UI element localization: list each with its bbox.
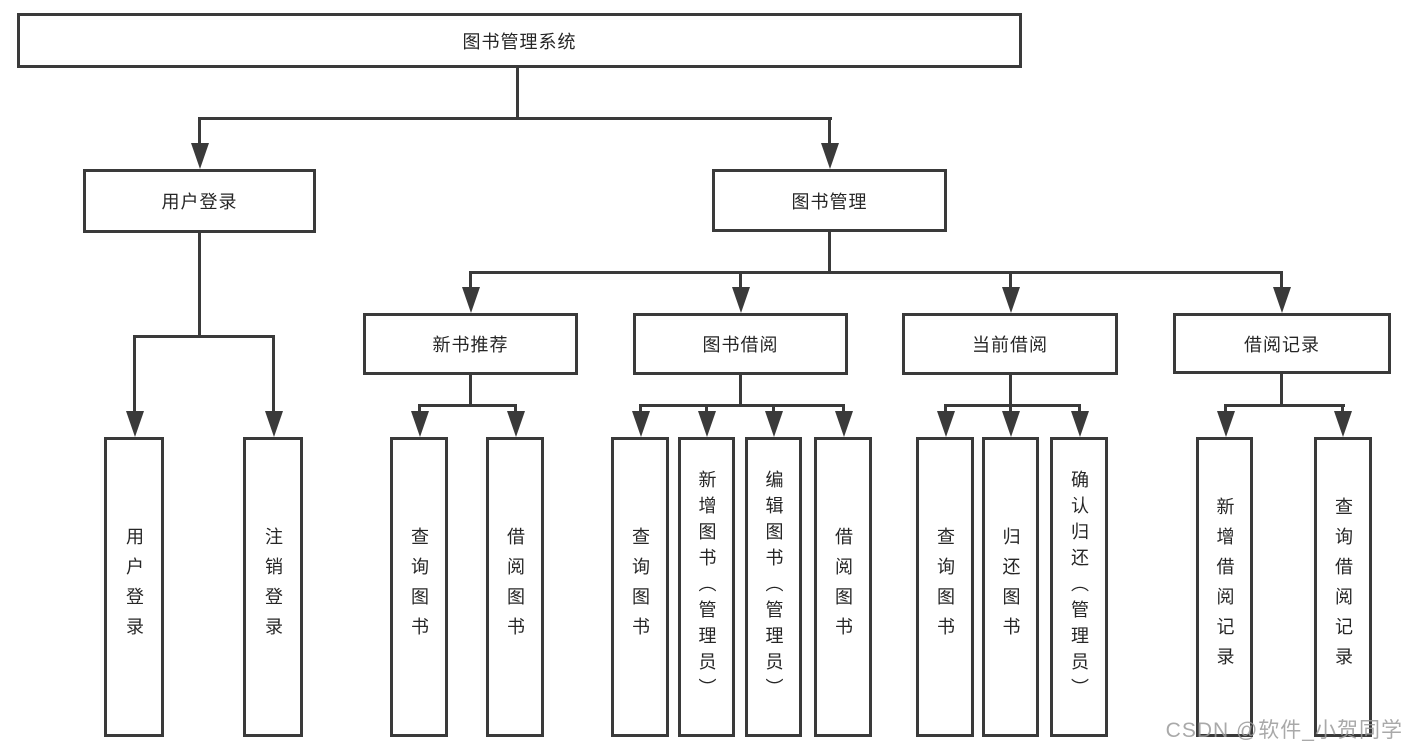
leaf-logout: 注销登录 <box>243 437 303 737</box>
leaf-label: 编辑图书（管理员） <box>763 470 784 704</box>
node-borrow-records: 借阅记录 <box>1173 313 1391 374</box>
node-book-borrow: 图书借阅 <box>633 313 848 375</box>
connector-user-login-stem <box>198 231 201 338</box>
node-user-login: 用户登录 <box>83 169 316 233</box>
leaf-query-books-2: 查询图书 <box>611 437 669 737</box>
arrow-down <box>514 404 517 411</box>
connector-bookborrow-branch <box>639 404 844 407</box>
connector-currentborrow-branch <box>944 404 1080 407</box>
node-label: 当前借阅 <box>972 335 1048 355</box>
arrow-down <box>133 335 136 411</box>
leaf-query-books-3: 查询图书 <box>916 437 974 737</box>
node-label: 用户登录 <box>161 192 238 212</box>
connector-user-login-branch <box>133 335 275 338</box>
arrow-down <box>1224 404 1227 411</box>
leaf-add-book-admin: 新增图书（管理员） <box>678 437 735 737</box>
leaf-label: 归还图书 <box>1000 527 1021 647</box>
node-label: 图书借阅 <box>702 335 779 355</box>
leaf-label: 查询借阅记录 <box>1333 497 1353 677</box>
arrow-down <box>1009 271 1012 287</box>
leaf-return-book: 归还图书 <box>982 437 1039 737</box>
connector-borrowrecords-stem <box>1280 372 1283 407</box>
connector-currentborrow-stem <box>1009 373 1012 407</box>
leaf-label: 注销登录 <box>263 527 283 647</box>
connector-root-stem <box>516 66 519 119</box>
leaf-borrow-books-1: 借阅图书 <box>486 437 544 737</box>
leaf-label: 用户登录 <box>124 527 144 647</box>
node-book-management: 图书管理 <box>712 169 947 232</box>
arrow-down <box>418 404 421 411</box>
arrow-down <box>272 335 275 411</box>
node-label: 新书推荐 <box>432 335 509 355</box>
arrow-down <box>842 404 845 411</box>
leaf-query-borrow-record: 查询借阅记录 <box>1314 437 1372 737</box>
connector-newbook-stem <box>469 373 472 407</box>
leaf-label: 查询图书 <box>935 527 955 647</box>
arrow-down <box>639 404 642 411</box>
leaf-label: 借阅图书 <box>505 527 525 647</box>
arrow-down <box>1280 271 1283 287</box>
arrow-down <box>1009 404 1012 411</box>
connector-root-branch <box>198 117 832 120</box>
connector-borrowrecords-branch <box>1224 404 1345 407</box>
leaf-confirm-return-admin: 确认归还（管理员） <box>1050 437 1108 737</box>
connector-bookborrow-stem <box>739 373 742 407</box>
node-library-management-system: 图书管理系统 <box>17 13 1022 68</box>
node-label: 借阅记录 <box>1244 334 1320 355</box>
arrow-down <box>828 117 831 143</box>
leaf-label: 新增图书（管理员） <box>696 470 717 704</box>
arrow-down <box>1078 404 1081 411</box>
node-label: 图书管理 <box>791 191 868 212</box>
connector-book-mgmt-branch <box>469 271 1282 274</box>
connector-newbook-branch <box>418 404 517 407</box>
leaf-add-borrow-record: 新增借阅记录 <box>1196 437 1253 737</box>
watermark: CSDN @软件_小贺同学 <box>1165 719 1403 742</box>
arrow-down <box>705 404 708 411</box>
leaf-user-login: 用户登录 <box>104 437 164 737</box>
node-current-borrow: 当前借阅 <box>902 313 1118 375</box>
node-label: 图书管理系统 <box>462 31 577 52</box>
leaf-borrow-books-2: 借阅图书 <box>814 437 872 737</box>
arrow-down <box>469 271 472 287</box>
leaf-label: 确认归还（管理员） <box>1069 470 1089 704</box>
arrow-down <box>739 271 742 287</box>
leaf-label: 借阅图书 <box>833 527 853 647</box>
connector-book-mgmt-stem <box>828 230 831 274</box>
arrow-down <box>198 117 201 143</box>
arrow-down <box>944 404 947 411</box>
leaf-label: 新增借阅记录 <box>1214 497 1235 677</box>
leaf-label: 查询图书 <box>409 527 429 647</box>
leaf-edit-book-admin: 编辑图书（管理员） <box>745 437 802 737</box>
arrow-down <box>772 404 775 411</box>
node-new-book-recommend: 新书推荐 <box>363 313 578 375</box>
leaf-query-books-1: 查询图书 <box>390 437 448 737</box>
arrow-down <box>1341 404 1344 411</box>
leaf-label: 查询图书 <box>630 527 650 647</box>
